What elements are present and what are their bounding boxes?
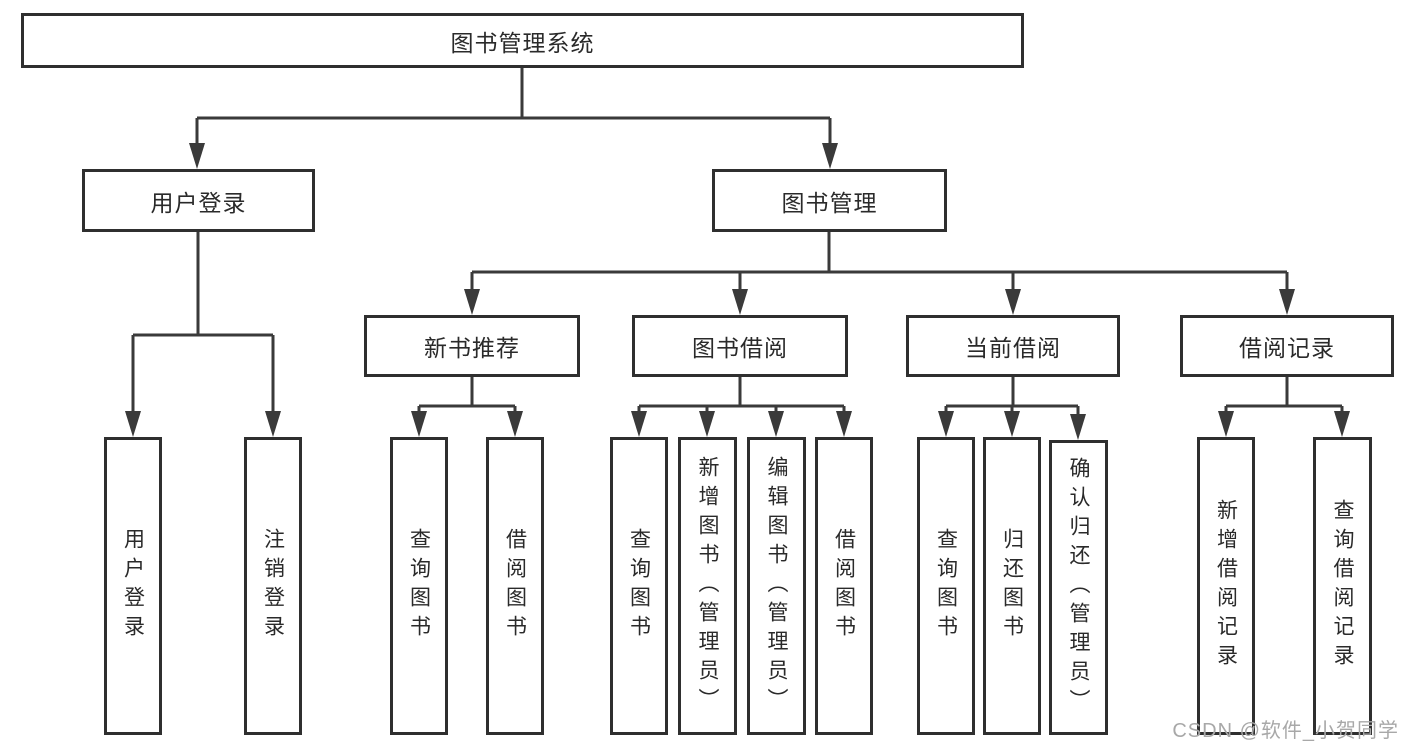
node-login-label: 用户登录 — [121, 528, 145, 644]
node-query-borrow-record: 查询借阅记录 — [1313, 437, 1372, 735]
node-edit-book-admin: 编辑图书（管理员） — [747, 437, 806, 735]
watermark: CSDN @软件_小贺同学 — [1172, 720, 1399, 742]
node-add-book-admin: 新增图书（管理员） — [678, 437, 737, 735]
node-query-books-recommend: 查询图书 — [390, 437, 448, 735]
connector-current-borrow-children — [938, 377, 1086, 440]
node-edit-book-admin-label: 编辑图书（管理员） — [765, 455, 788, 717]
node-borrow-books-recommend-label: 借阅图书 — [503, 528, 527, 644]
node-book-management: 图书管理 — [712, 169, 947, 232]
node-query-books-recommend-label: 查询图书 — [407, 528, 431, 644]
node-logout-label: 注销登录 — [261, 528, 285, 644]
connector-borrow-records-children — [1218, 377, 1350, 437]
node-query-books-current: 查询图书 — [917, 437, 975, 735]
node-current-borrow: 当前借阅 — [906, 315, 1120, 377]
node-new-book-recommend: 新书推荐 — [364, 315, 580, 377]
node-query-books-current-label: 查询图书 — [934, 528, 958, 644]
node-query-borrow-record-label: 查询借阅记录 — [1331, 499, 1354, 673]
node-borrow-books: 借阅图书 — [815, 437, 873, 735]
node-borrow-books-label: 借阅图书 — [832, 528, 856, 644]
node-query-books-borrow-label: 查询图书 — [627, 528, 651, 644]
node-confirm-return-admin-label: 确认归还（管理员） — [1067, 457, 1090, 718]
connector-new-book-children — [411, 377, 523, 437]
node-return-book-label: 归还图书 — [1000, 528, 1024, 644]
connector-root-to-level2 — [189, 68, 838, 169]
node-add-borrow-record: 新增借阅记录 — [1197, 437, 1255, 735]
node-add-borrow-record-label: 新增借阅记录 — [1214, 499, 1238, 673]
node-borrow-books-recommend: 借阅图书 — [486, 437, 544, 735]
node-login: 用户登录 — [104, 437, 162, 735]
node-query-books-borrow: 查询图书 — [610, 437, 668, 735]
connector-book-borrow-children — [631, 377, 852, 437]
node-confirm-return-admin: 确认归还（管理员） — [1049, 440, 1108, 735]
node-logout: 注销登录 — [244, 437, 302, 735]
node-borrow-records: 借阅记录 — [1180, 315, 1394, 377]
connector-user-login-children — [125, 232, 281, 437]
node-root: 图书管理系统 — [21, 13, 1024, 68]
node-user-login: 用户登录 — [82, 169, 315, 232]
node-add-book-admin-label: 新增图书（管理员） — [696, 455, 719, 717]
node-book-borrow: 图书借阅 — [632, 315, 848, 377]
connector-book-management-children — [464, 232, 1295, 315]
node-return-book: 归还图书 — [983, 437, 1041, 735]
